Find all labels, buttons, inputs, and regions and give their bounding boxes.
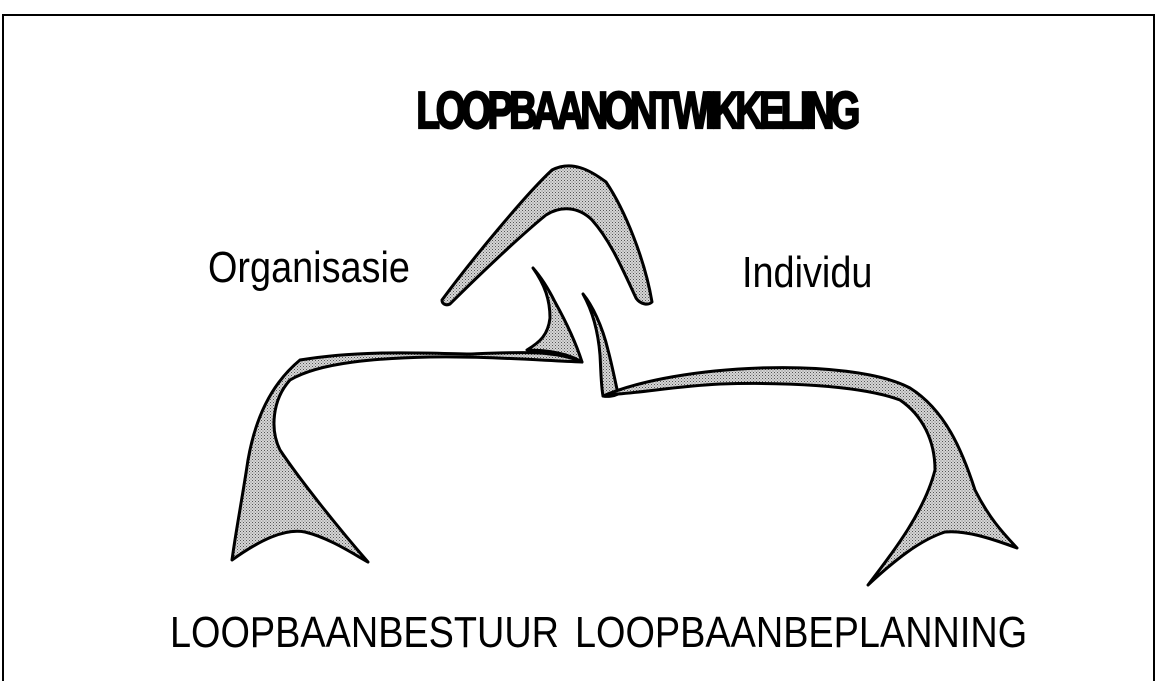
- individual-label: Individu: [742, 248, 872, 298]
- top-chevron-shape: [442, 166, 652, 305]
- left-arc-shape: [232, 352, 582, 562]
- organisation-label: Organisasie: [208, 243, 410, 293]
- right-arc-shape: [603, 368, 1017, 585]
- diagram-title: LOOPBAANONTWIKKELING: [416, 80, 819, 140]
- career-planning-label: LOOPBAANBEPLANNING: [575, 608, 1027, 658]
- career-management-label: LOOPBAANBESTUUR: [170, 608, 559, 658]
- center-connector-shape: [583, 294, 618, 396]
- left-connector-shape: [527, 268, 582, 362]
